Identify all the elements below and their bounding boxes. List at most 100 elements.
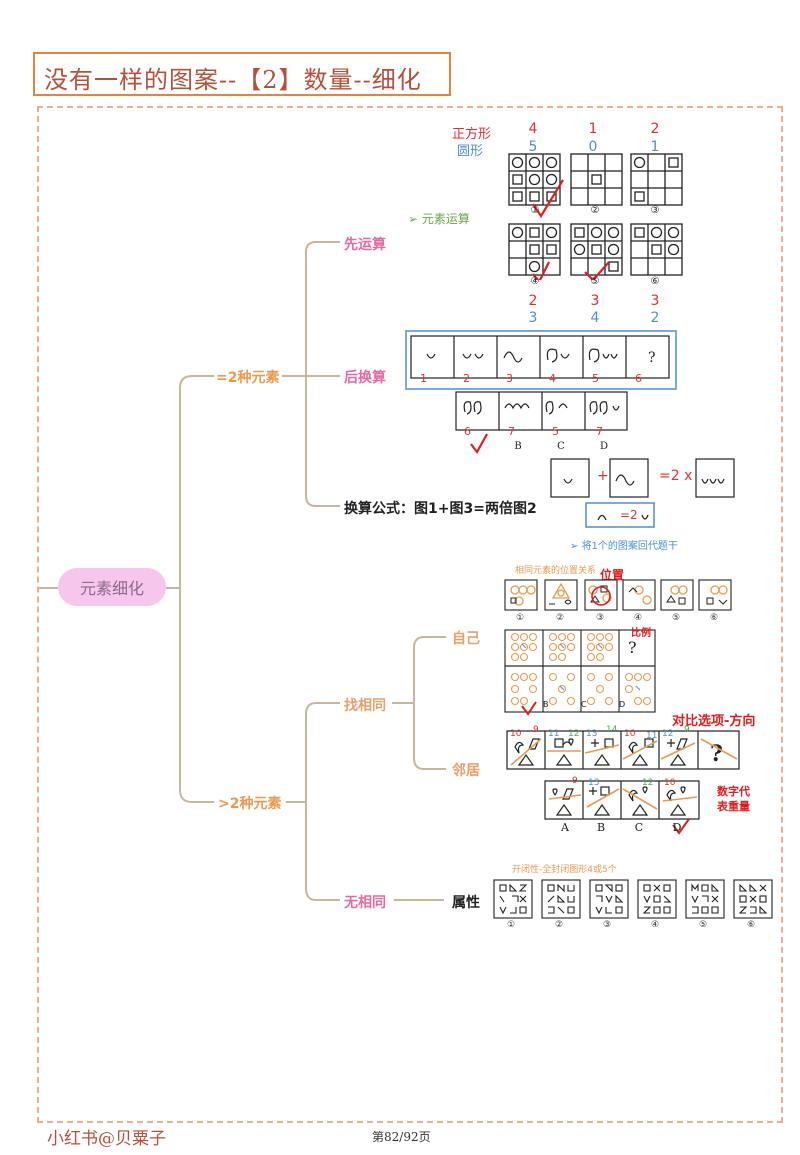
option-letter: C (557, 441, 565, 452)
seesaw-option-letter: A (561, 821, 569, 834)
digit-tag-line2: 表重量 (717, 800, 750, 813)
attribute-number: ⑤ (698, 920, 708, 930)
seesaw-option-number: 10 (664, 778, 676, 788)
seesaw-option-number: 12 (642, 778, 654, 788)
page-title: 没有一样的图案--【2】数量--细化 (44, 66, 422, 94)
option-number: 7 (596, 425, 603, 438)
substitute-note: ➢ 将1个的图案回代题干 (570, 541, 678, 552)
count-grids (508, 153, 683, 280)
branch-two-kinds: =2种元素 (216, 370, 280, 386)
footer-brand: 小红书@贝粟子 (47, 1129, 166, 1149)
equation-figures (550, 458, 735, 528)
bottom-square-count: 3 (650, 293, 660, 309)
seesaw-number: 11 (548, 729, 560, 739)
seesaw-number: 10 (510, 729, 522, 739)
position-number: ③ (595, 613, 605, 623)
page-number: 第82/92页 (372, 1130, 431, 1144)
bottom-square-count: 2 (528, 293, 538, 309)
compare-tag: 对比选项-方向 (672, 714, 756, 729)
node-self: 自己 (452, 631, 480, 647)
seesaw-number: 12 (662, 729, 674, 739)
seesaw-option-letter: D (672, 821, 682, 834)
seesaw-number: 11 (646, 731, 658, 741)
seesaw-figures: ? (506, 730, 740, 835)
node-find-same: 找相同 (344, 698, 386, 714)
option-number: 6 (464, 425, 471, 438)
grid-number: ① (530, 205, 540, 216)
closed-note: 开闭性-全封闭图形4或5个 (512, 865, 617, 875)
element-calc-note-text: 元素运算 (421, 212, 470, 226)
ratio-question: ? (628, 638, 637, 657)
node-first-calc: 先运算 (344, 237, 386, 253)
seq-number: 1 (420, 372, 427, 385)
grid-number: ④ (530, 276, 540, 287)
node-then-convert: 后换算 (344, 370, 386, 386)
seesaw-number: 13 (586, 729, 598, 739)
label-circle: 圆形 (457, 144, 484, 159)
ratio-letter: D (619, 700, 626, 709)
bottom-square-count: 3 (590, 293, 600, 309)
position-tag: 位置 (600, 568, 625, 582)
bottom-circle-count: 4 (590, 310, 600, 326)
seq-number: 4 (549, 372, 556, 385)
option-letter: D (599, 441, 609, 452)
seesaw-option-letter: B (596, 821, 606, 834)
top-circle-count: 1 (650, 139, 660, 155)
ratio-tag: 比例 (631, 628, 651, 639)
option-number: 5 (552, 425, 559, 438)
position-number: ① (515, 613, 525, 623)
node-formula: 换算公式：图1+图3=两倍图2 (344, 501, 537, 517)
bottom-circle-count: 2 (650, 310, 660, 326)
ratio-figures: ? (504, 629, 656, 716)
seq-number: 6 (635, 372, 642, 385)
node-neighbor: 邻居 (452, 763, 480, 779)
seesaw-number: 9 (533, 725, 539, 735)
bottom-circle-count: 3 (528, 310, 538, 326)
digit-tag-line1: 数字代 (717, 785, 750, 798)
seesaw-option-letter: C (634, 821, 644, 834)
element-calc-note: ➢ 元素运算 (408, 212, 470, 226)
seesaw-number: 9 (684, 725, 690, 735)
root-node: 元素细化 (58, 568, 166, 606)
seq-number: 5 (592, 372, 599, 385)
grid-number: ⑤ (590, 276, 600, 287)
attribute-number: ② (554, 920, 564, 930)
option-number: 7 (508, 425, 515, 438)
node-attribute: 属性 (452, 895, 480, 911)
label-square: 正方形 (452, 127, 492, 142)
seq-number: 3 (506, 372, 513, 385)
seesaw-number: 10 (624, 729, 636, 739)
seesaw-number: 12 (568, 729, 580, 739)
branch-more-kinds: >2种元素 (218, 796, 282, 812)
position-number: ④ (633, 613, 643, 623)
top-square-count: 2 (650, 121, 660, 137)
seesaw-question: ? (710, 741, 723, 767)
eq-times: =2 x (659, 468, 693, 484)
closed-shape-figures (493, 879, 773, 919)
sequence-question: ? (648, 350, 656, 366)
ratio-letter: C (581, 700, 587, 709)
attribute-number: ⑥ (746, 920, 756, 930)
top-square-count: 4 (528, 121, 538, 137)
seq-number: 2 (463, 372, 470, 385)
eq-plus: + (597, 468, 609, 484)
eq-small: =2 (620, 508, 638, 522)
top-circle-count: 0 (588, 139, 598, 155)
seesaw-option-number: 13 (588, 778, 600, 788)
grid-number: ③ (650, 205, 660, 216)
node-no-same: 无相同 (344, 895, 386, 911)
attribute-number: ③ (602, 920, 612, 930)
seesaw-number: 14 (606, 725, 618, 735)
position-figures (504, 579, 732, 611)
top-circle-count: 5 (528, 139, 538, 155)
position-number: ② (555, 613, 565, 623)
seesaw-option-number: 9 (572, 776, 578, 786)
sequence-figures: ? (405, 330, 677, 455)
title-box (33, 52, 451, 96)
position-number: ⑥ (709, 613, 719, 623)
substitute-note-text: 将1个的图案回代题干 (581, 541, 678, 552)
content-frame (37, 106, 783, 1123)
position-note: 相同元素的位置关系 (515, 566, 597, 576)
top-square-count: 1 (588, 121, 598, 137)
